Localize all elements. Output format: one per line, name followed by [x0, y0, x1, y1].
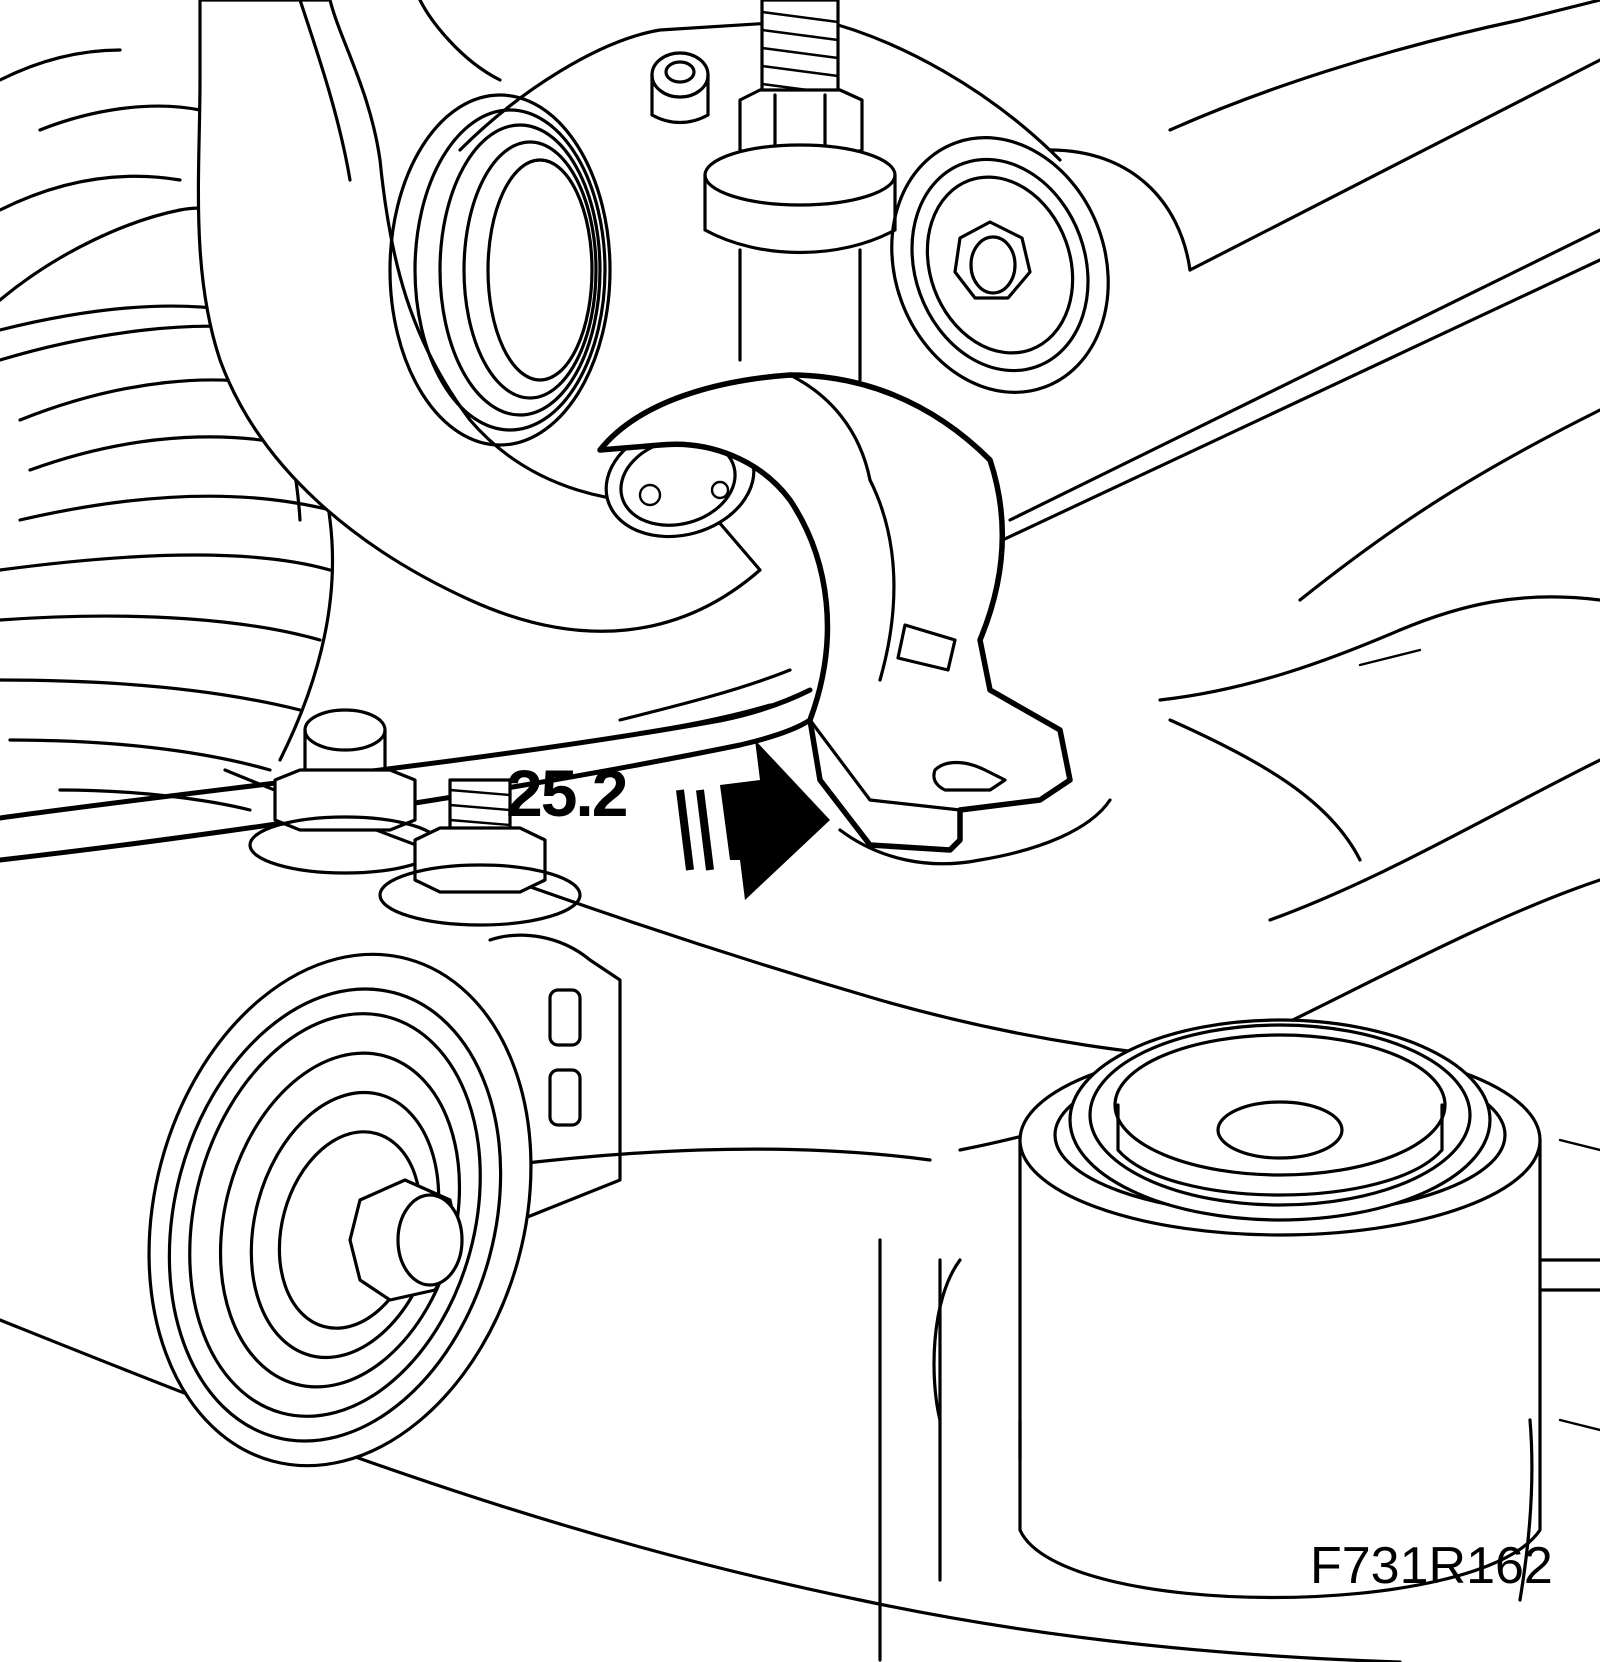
rack-bellows-right: [388, 93, 612, 447]
figure-id-label: F731R162: [1310, 1537, 1553, 1595]
bushing-clamp: [597, 372, 1112, 866]
right-mount-outline: [932, 1258, 1600, 1422]
center-bolts: [248, 708, 582, 927]
lower-left-bushing: [147, 933, 622, 1468]
lower-right-bushing: [1018, 1018, 1542, 1602]
stabilizer-bar: [196, 0, 762, 633]
screwdriver: [0, 668, 813, 863]
callout-number: 25.2: [506, 756, 628, 830]
upper-right-bushing: [890, 136, 1110, 394]
top-stud-and-nut: [650, 0, 897, 254]
direction-arrow: [676, 740, 830, 900]
